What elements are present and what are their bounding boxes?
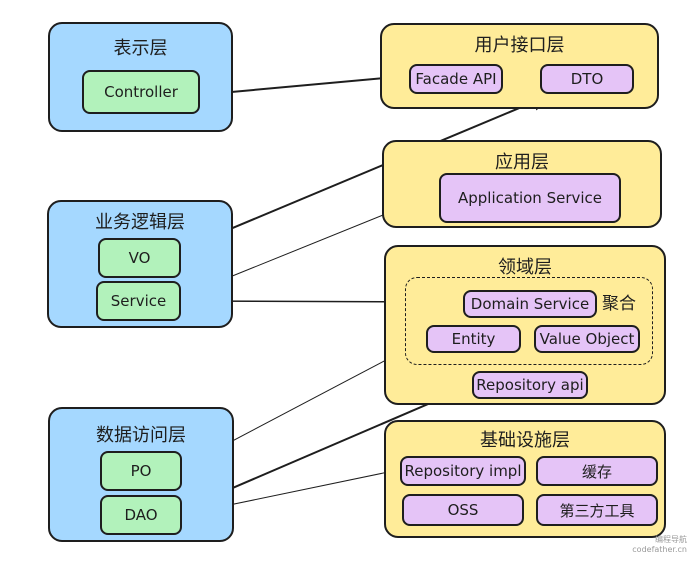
- infrastructure-layer: 基础设施层 Repository impl 缓存 OSS 第三方工具: [384, 420, 666, 538]
- business-logic-layer-title: 业务逻辑层: [95, 212, 185, 233]
- aggregate-label: 聚合: [602, 294, 636, 314]
- dto-node: DTO: [540, 64, 634, 94]
- service-node: Service: [96, 281, 181, 321]
- presentation-layer-title: 表示层: [113, 38, 168, 59]
- value-object-node: Value Object: [534, 325, 640, 353]
- user-interface-layer: 用户接口层 Facade API DTO: [380, 23, 659, 109]
- infrastructure-layer-title: 基础设施层: [480, 430, 570, 451]
- facade-api-node: Facade API: [409, 64, 503, 94]
- watermark-line2: codefather.cn: [632, 545, 687, 554]
- presentation-layer: 表示层 Controller: [48, 22, 233, 132]
- watermark-line1: 编程导航: [655, 535, 687, 544]
- dao-node: DAO: [100, 495, 182, 535]
- entity-node: Entity: [426, 325, 521, 353]
- domain-layer: 领域层 聚合 Domain Service Entity Value Objec…: [384, 245, 666, 405]
- domain-layer-title: 领域层: [498, 257, 552, 278]
- data-access-layer: 数据访问层 PO DAO: [48, 407, 234, 542]
- business-logic-layer: 业务逻辑层 VO Service: [47, 200, 233, 328]
- oss-node: OSS: [402, 494, 524, 526]
- user-interface-layer-title: 用户接口层: [474, 35, 565, 56]
- repository-impl-node: Repository impl: [400, 456, 526, 486]
- application-service-node: Application Service: [439, 173, 621, 223]
- aggregate-boundary: [405, 277, 653, 365]
- repository-api-node: Repository api: [472, 371, 588, 399]
- cache-node: 缓存: [536, 456, 658, 486]
- arrow-vo-to-dto: [179, 93, 550, 251]
- third-party-tools-node: 第三方工具: [536, 494, 658, 526]
- watermark: 编程导航 codefather.cn: [632, 535, 687, 555]
- controller-node: Controller: [82, 70, 200, 114]
- application-layer: 应用层 Application Service: [382, 140, 662, 228]
- domain-service-node: Domain Service: [463, 290, 597, 318]
- po-node: PO: [100, 451, 182, 491]
- vo-node: VO: [98, 238, 181, 278]
- data-access-layer-title: 数据访问层: [96, 425, 186, 446]
- application-layer-title: 应用层: [495, 152, 549, 173]
